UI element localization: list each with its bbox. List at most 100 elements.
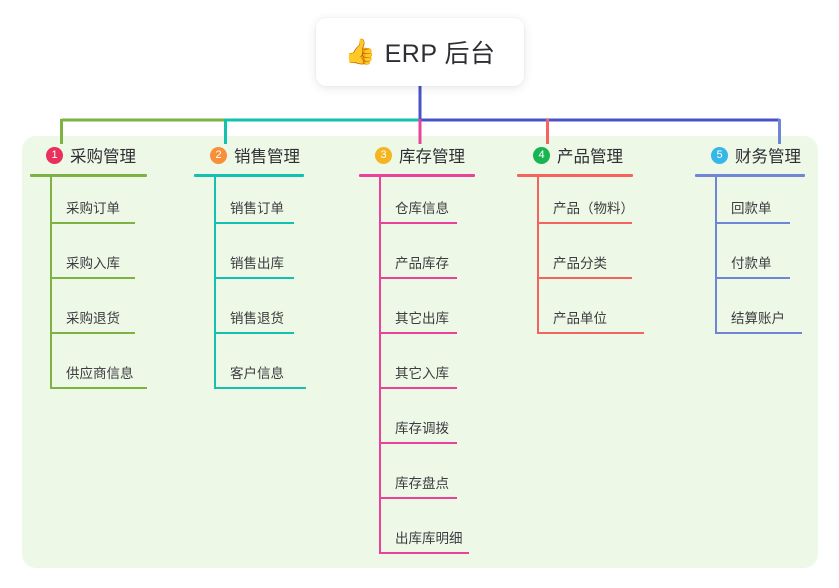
menu-item[interactable]: 采购退货 (30, 287, 147, 342)
menu-item-label: 销售退货 (230, 311, 284, 326)
menu-item-label: 出库库明细 (395, 531, 463, 546)
column-items-5: 回款单付款单结算账户 (695, 177, 805, 342)
column-spine-2 (214, 177, 216, 388)
column-2: 2 销售管理销售订单销售出库销售退货客户信息 (194, 136, 306, 397)
menu-item[interactable]: 销售订单 (194, 177, 304, 232)
column-spine-5 (715, 177, 717, 333)
menu-item-label: 库存调拨 (395, 421, 449, 436)
menu-item[interactable]: 采购订单 (30, 177, 147, 232)
column-4: 4 产品管理产品（物料） 产品分类产品单位 (517, 136, 644, 342)
menu-item[interactable]: 销售退货 (194, 287, 304, 342)
menu-item-label: 回款单 (731, 201, 772, 216)
column-title-4: 产品管理 (557, 148, 623, 166)
column-header-2[interactable]: 2 销售管理 (194, 136, 304, 174)
column-rule-1 (30, 174, 147, 177)
diagram-background-panel (22, 136, 818, 568)
column-rule-5 (695, 174, 805, 177)
menu-item[interactable]: 其它入库 (359, 342, 475, 397)
menu-item-label: 供应商信息 (66, 366, 134, 381)
menu-item[interactable]: 产品库存 (359, 232, 475, 287)
menu-item-rule (50, 222, 135, 224)
column-spine-1 (50, 177, 52, 388)
root-node-content: 👍 ERP 后台 (344, 34, 495, 70)
menu-item[interactable]: 库存调拨 (359, 397, 475, 452)
column-5: 5 财务管理回款单付款单结算账户 (695, 136, 805, 342)
menu-item-rule (379, 332, 457, 334)
root-node-title: ERP 后台 (384, 40, 496, 68)
menu-item-label: 销售出库 (230, 256, 284, 271)
menu-item[interactable]: 付款单 (695, 232, 805, 287)
menu-item-rule (715, 332, 802, 334)
column-badge-5: 5 (711, 146, 728, 164)
menu-item[interactable]: 供应商信息 (30, 342, 147, 397)
column-items-2: 销售订单销售出库销售退货客户信息 (194, 177, 306, 397)
menu-item-label: 其它入库 (395, 366, 449, 381)
column-badge-1: 1 (46, 146, 63, 164)
thumbs-up-icon: 👍 (344, 37, 376, 66)
menu-item-rule (379, 442, 457, 444)
menu-item-rule (537, 222, 632, 224)
menu-item-label: 产品分类 (553, 256, 607, 271)
menu-item-rule (379, 277, 457, 279)
column-container: 1 采购管理采购订单采购入库采购退货供应商信息 2 销售管理销售订单销售出库销售退货客… (0, 136, 839, 568)
column-badge-2: 2 (210, 146, 227, 164)
root-node-card[interactable]: 👍 ERP 后台 (316, 18, 524, 86)
menu-item-label: 产品（物料） (553, 201, 634, 216)
column-1: 1 采购管理采购订单采购入库采购退货供应商信息 (30, 136, 147, 397)
column-header-5[interactable]: 5 财务管理 (695, 136, 805, 174)
menu-item[interactable]: 采购入库 (30, 232, 147, 287)
menu-item-label: 采购入库 (66, 256, 120, 271)
menu-item-rule (537, 332, 644, 334)
menu-item[interactable]: 产品分类 (517, 232, 633, 287)
menu-item-label: 采购退货 (66, 311, 120, 326)
menu-item-rule (214, 222, 294, 224)
menu-item-rule (379, 497, 457, 499)
menu-item-label: 付款单 (731, 256, 772, 271)
menu-item-label: 采购订单 (66, 201, 120, 216)
menu-item-label: 产品库存 (395, 256, 449, 271)
menu-item-rule (537, 277, 632, 279)
menu-item-label: 产品单位 (553, 311, 607, 326)
column-title-1: 采购管理 (70, 148, 136, 166)
column-items-4: 产品（物料） 产品分类产品单位 (517, 177, 644, 342)
menu-item-label: 销售订单 (230, 201, 284, 216)
menu-item-rule (50, 332, 135, 334)
menu-item[interactable]: 客户信息 (194, 342, 306, 397)
column-badge-4: 4 (533, 146, 550, 164)
menu-item-rule (50, 277, 135, 279)
menu-item[interactable]: 库存盘点 (359, 452, 475, 507)
menu-item[interactable]: 仓库信息 (359, 177, 475, 232)
menu-item[interactable]: 其它出库 (359, 287, 475, 342)
menu-item-rule (379, 552, 469, 554)
menu-item-rule (715, 277, 790, 279)
column-3: 3 库存管理仓库信息产品库存其它出库其它入库库存调拨库存盘点出库库明细 (359, 136, 475, 562)
menu-item-rule (715, 222, 790, 224)
column-items-3: 仓库信息产品库存其它出库其它入库库存调拨库存盘点出库库明细 (359, 177, 475, 562)
menu-item-rule (214, 277, 294, 279)
menu-item[interactable]: 产品单位 (517, 287, 644, 342)
menu-item-label: 其它出库 (395, 311, 449, 326)
column-title-3: 库存管理 (399, 148, 465, 166)
column-rule-2 (194, 174, 304, 177)
menu-item[interactable]: 销售出库 (194, 232, 304, 287)
menu-item-rule (379, 222, 457, 224)
column-header-3[interactable]: 3 库存管理 (359, 136, 475, 174)
column-header-4[interactable]: 4 产品管理 (517, 136, 633, 174)
column-spine-4 (537, 177, 539, 333)
column-header-1[interactable]: 1 采购管理 (30, 136, 147, 174)
menu-item-rule (50, 387, 147, 389)
column-title-2: 销售管理 (234, 148, 300, 166)
column-badge-3: 3 (375, 146, 392, 164)
menu-item[interactable]: 出库库明细 (359, 507, 475, 562)
menu-item-rule (379, 387, 457, 389)
column-title-5: 财务管理 (735, 148, 801, 166)
column-rule-3 (359, 174, 475, 177)
column-rule-4 (517, 174, 633, 177)
menu-item[interactable]: 产品（物料） (517, 177, 634, 232)
menu-item[interactable]: 回款单 (695, 177, 805, 232)
menu-item-label: 仓库信息 (395, 201, 449, 216)
menu-item-rule (214, 387, 306, 389)
menu-item-label: 客户信息 (230, 366, 284, 381)
menu-item[interactable]: 结算账户 (695, 287, 805, 342)
column-spine-3 (379, 177, 381, 553)
